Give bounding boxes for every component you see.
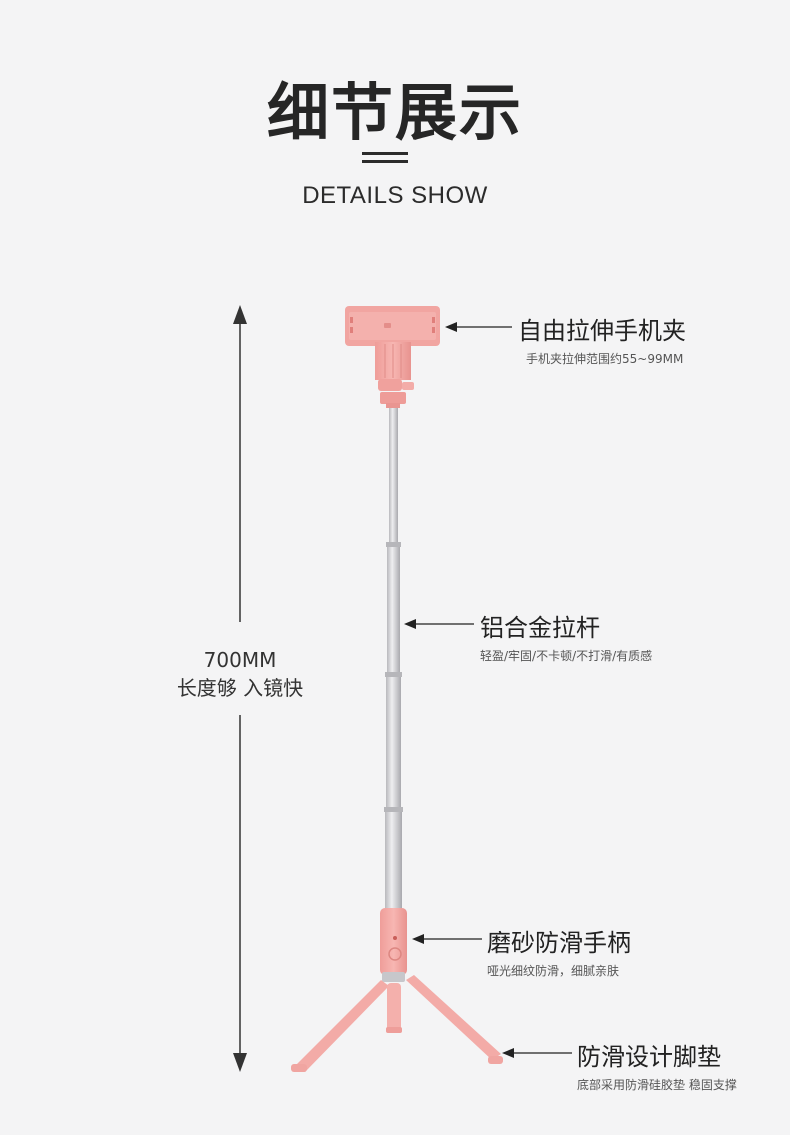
grip-handle — [380, 908, 407, 982]
tripod-feet — [291, 975, 503, 1072]
callout-clamp: 自由拉伸手机夹 手机夹拉伸范围约55~99MM — [518, 311, 686, 367]
aluminum-rod — [384, 405, 403, 915]
callout-rod-title: 铝合金拉杆 — [480, 614, 600, 642]
callout-arrow-rod — [404, 619, 474, 629]
callout-rod-desc: 轻盈/牢固/不卡顿/不打滑/有质感 — [480, 649, 653, 663]
dimension-arrow — [233, 305, 247, 1072]
dimension-label: 700MM 长度够 入镜快 — [140, 646, 340, 702]
callout-feet-title: 防滑设计脚垫 — [577, 1043, 721, 1071]
callout-clamp-title: 自由拉伸手机夹 — [518, 317, 686, 345]
callout-feet-desc: 底部采用防滑硅胶垫 稳固支撑 — [577, 1078, 737, 1092]
callout-arrow-handle — [412, 934, 482, 944]
callout-arrow-clamp — [445, 322, 512, 332]
title-divider — [362, 152, 408, 168]
callout-feet: 防滑设计脚垫 底部采用防滑硅胶垫 稳固支撑 — [577, 1037, 737, 1093]
callout-handle: 磨砂防滑手柄 哑光细纹防滑，细腻亲肤 — [487, 923, 631, 979]
callout-rod: 铝合金拉杆 轻盈/牢固/不卡顿/不打滑/有质感 — [480, 608, 652, 664]
callout-handle-desc: 哑光细纹防滑，细腻亲肤 — [487, 964, 620, 978]
page-title: 细节展示 — [266, 76, 523, 149]
page-subtitle: DETAILS SHOW — [302, 182, 488, 209]
callout-handle-title: 磨砂防滑手柄 — [487, 929, 631, 957]
callout-arrow-feet — [502, 1048, 572, 1058]
dimension-note: 长度够 入镜快 — [176, 676, 304, 700]
phone-clamp — [345, 306, 440, 408]
dimension-length: 700MM — [203, 648, 277, 672]
callout-clamp-desc: 手机夹拉伸范围约55~99MM — [526, 352, 684, 366]
